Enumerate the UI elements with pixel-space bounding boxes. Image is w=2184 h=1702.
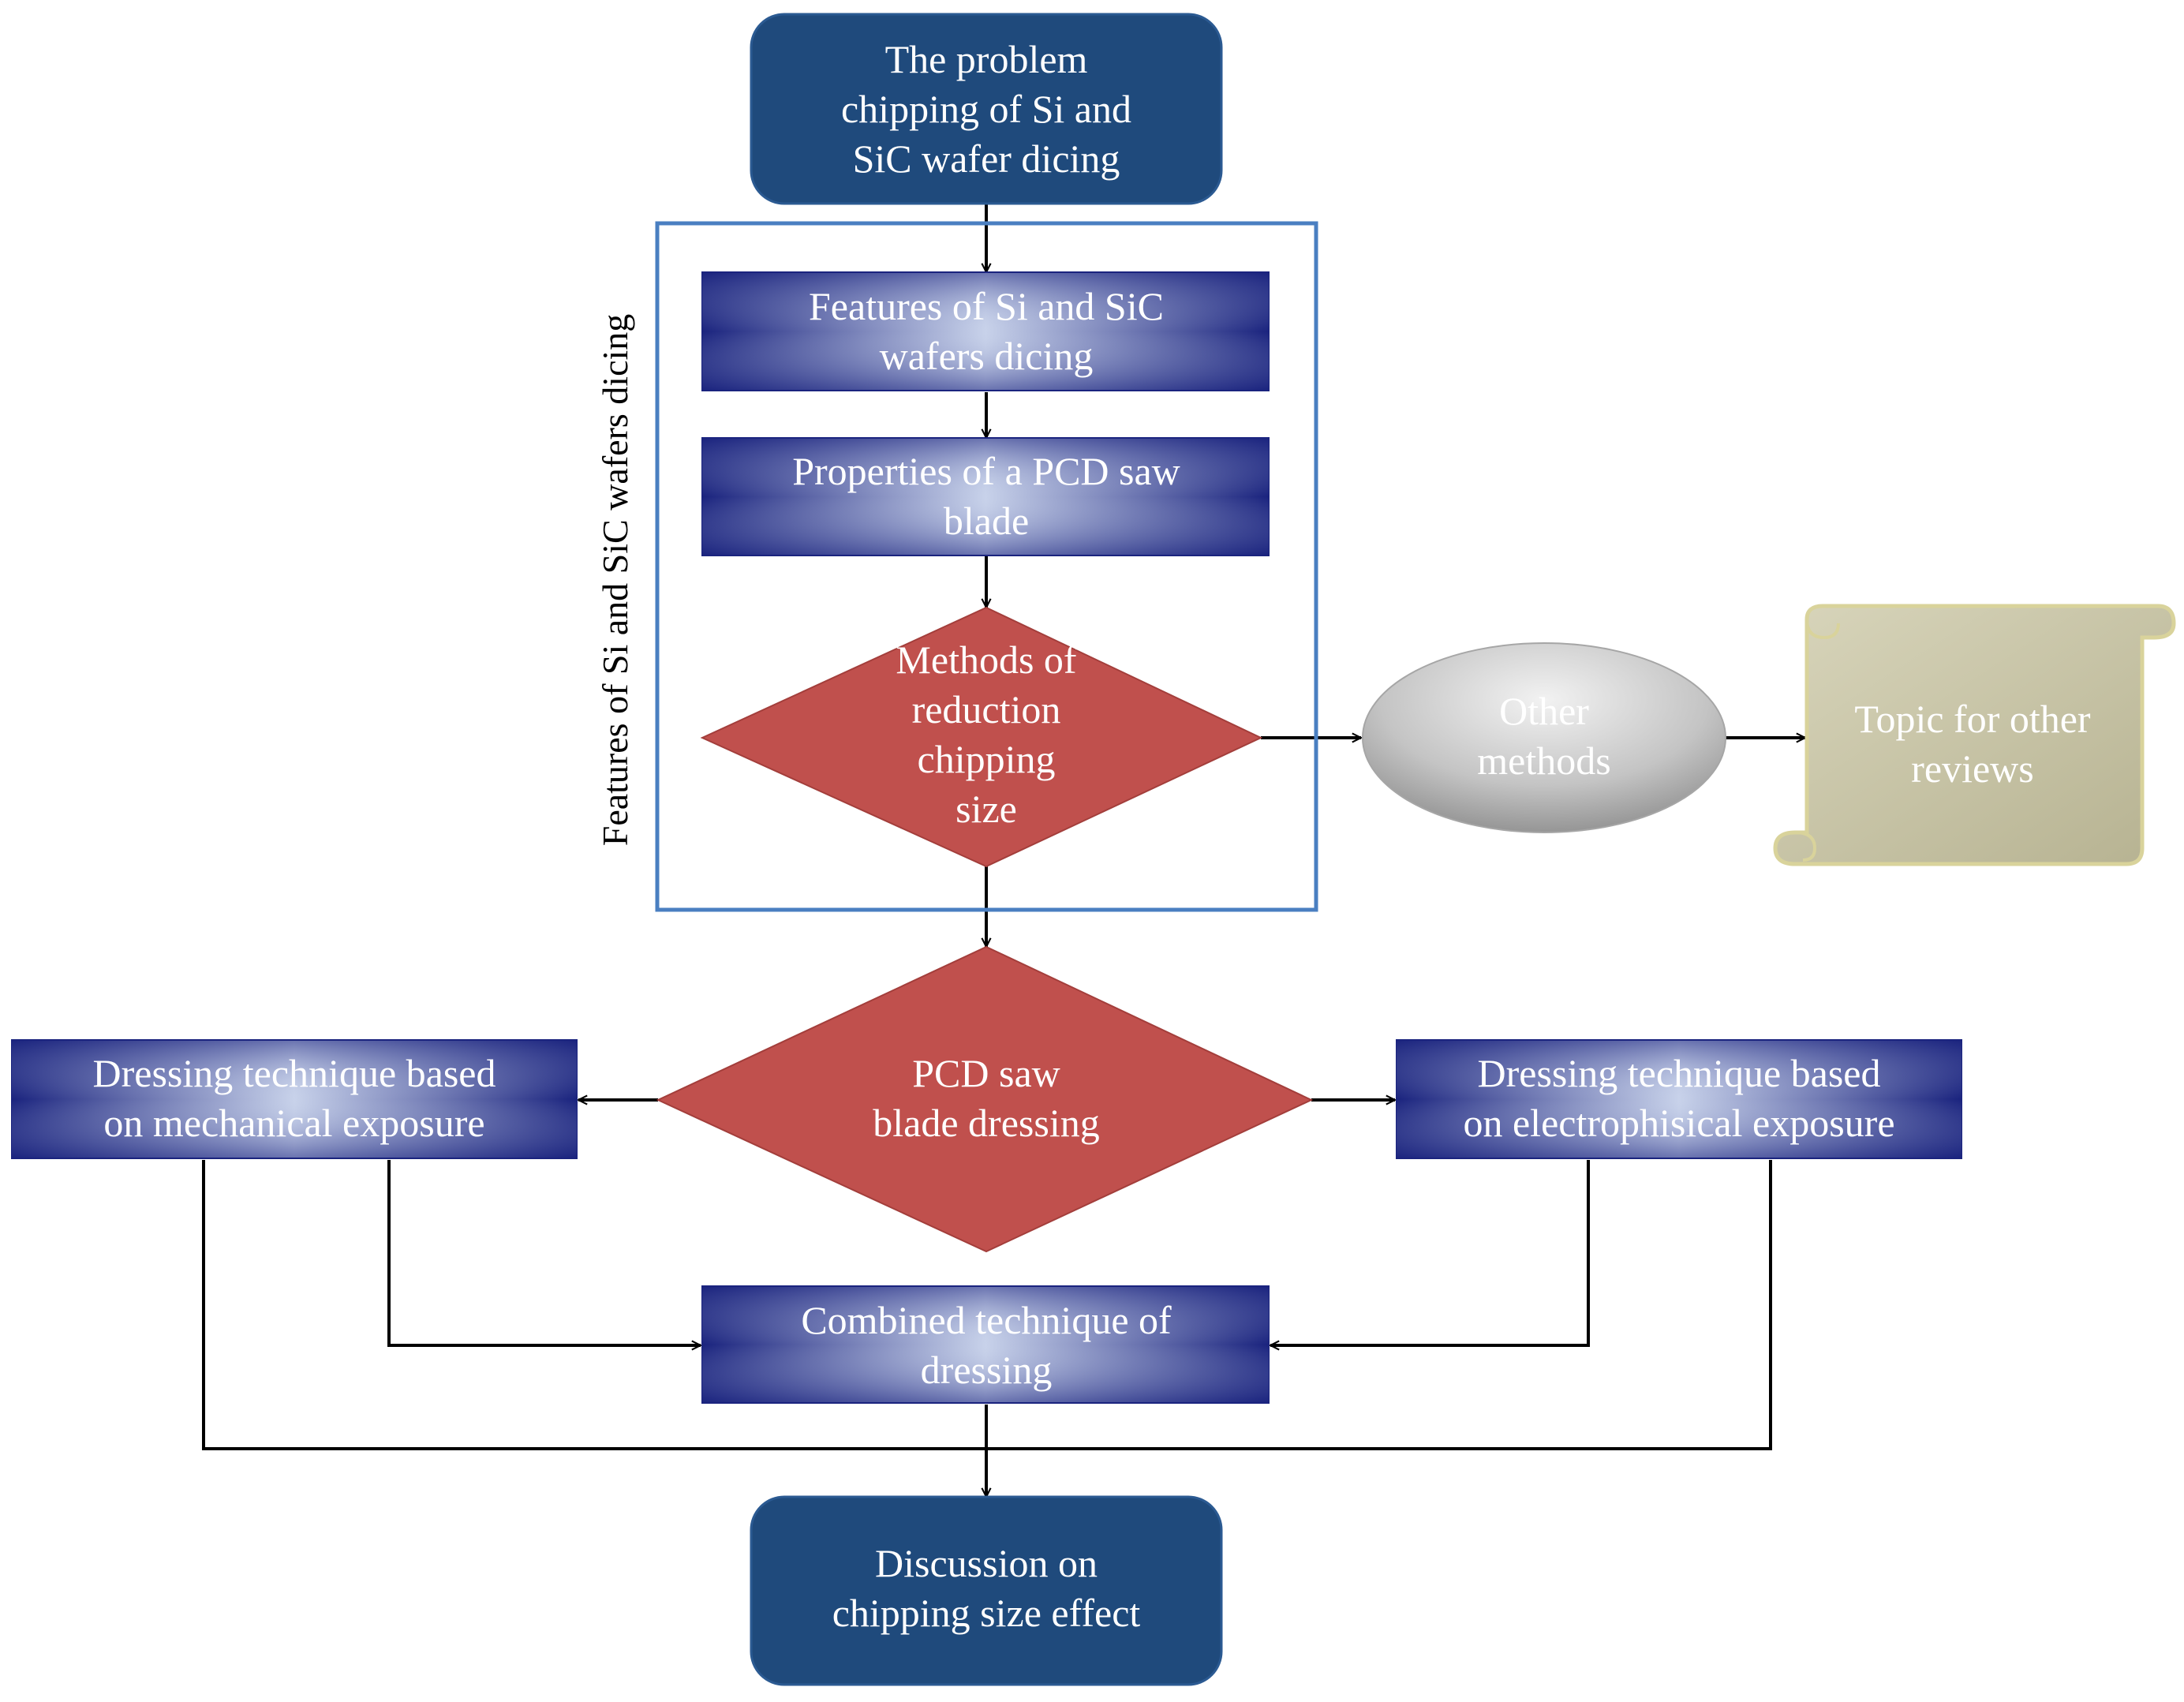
node-other-methods-line-1: Other (1499, 689, 1589, 733)
node-dressing-line-1: PCD saw (912, 1051, 1060, 1095)
node-dressing[interactable]: PCD saw blade dressing (656, 945, 1314, 1253)
node-mechanical-line-2: on mechanical exposure (103, 1101, 484, 1145)
node-discussion-line-2: chipping size effect (832, 1591, 1141, 1635)
node-dressing-line-2: blade dressing (873, 1101, 1099, 1145)
features-group-label: Features of Si and SiC wafers dicing (595, 314, 635, 847)
node-discussion[interactable]: Discussion on chipping size effect (750, 1495, 1223, 1686)
node-methods-line-1: Methods of (896, 638, 1077, 682)
features-group-box (655, 221, 1318, 912)
node-properties-line-1: Properties of a PCD saw (792, 449, 1180, 493)
node-start-line-2: chipping of Si and (841, 87, 1131, 131)
arrow-mechanical-to-combined (387, 1160, 701, 1345)
node-features-line-1: Features of Si and SiC (809, 284, 1164, 328)
node-electro-line-1: Dressing technique based (1478, 1051, 1881, 1095)
node-combined-line-2: dressing (921, 1348, 1053, 1392)
node-start[interactable]: The problem chipping of Si and SiC wafer… (750, 13, 1223, 205)
arrow-electro-to-combined (1270, 1160, 1590, 1345)
node-methods-line-2: reduction (912, 687, 1061, 731)
node-mechanical[interactable]: Dressing technique based on mechanical e… (11, 1039, 578, 1159)
node-topic-line-1: Topic for other (1854, 697, 2091, 741)
node-other-methods[interactable]: Other methods (1362, 642, 1726, 833)
node-properties[interactable]: Properties of a PCD saw blade (701, 437, 1270, 556)
node-combined[interactable]: Combined technique of dressing (701, 1285, 1270, 1404)
node-topic-line-2: reviews (1911, 746, 2034, 791)
node-properties-line-2: blade (944, 499, 1029, 543)
node-features-line-2: wafers dicing (880, 334, 1094, 378)
node-topic-scroll[interactable]: Topic for other reviews (1773, 604, 2176, 866)
connectors (202, 204, 1805, 1497)
node-methods[interactable]: Methods of reduction chipping size (700, 606, 1263, 868)
node-methods-line-3: chipping (918, 737, 1056, 781)
node-other-methods-line-2: methods (1477, 739, 1610, 783)
node-discussion-line-1: Discussion on (875, 1541, 1098, 1585)
node-features[interactable]: Features of Si and SiC wafers dicing (701, 271, 1270, 391)
node-electro-line-2: on electrophisical exposure (1463, 1101, 1894, 1145)
node-combined-line-1: Combined technique of (801, 1298, 1172, 1342)
node-electrophisical[interactable]: Dressing technique based on electrophisi… (1396, 1039, 1962, 1159)
node-start-line-1: The problem (885, 37, 1088, 81)
node-start-line-3: SiC wafer dicing (853, 137, 1120, 181)
node-mechanical-line-1: Dressing technique based (93, 1051, 496, 1095)
node-methods-line-4: size (956, 787, 1017, 831)
